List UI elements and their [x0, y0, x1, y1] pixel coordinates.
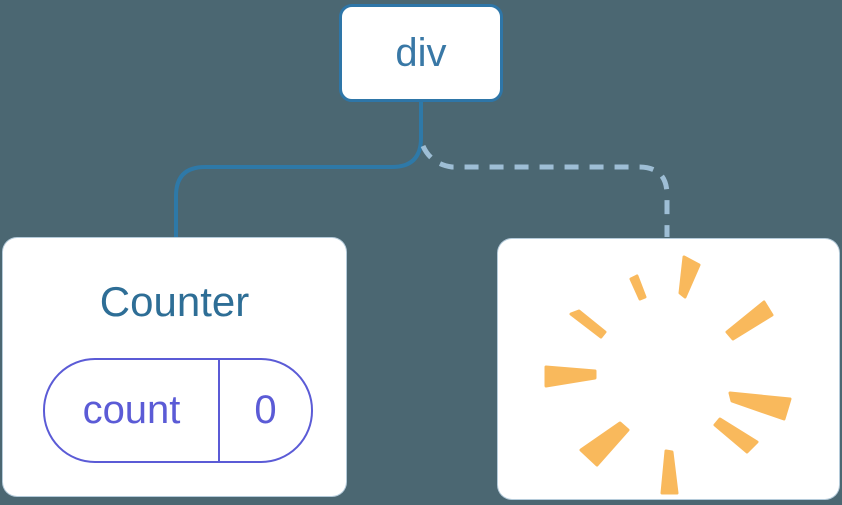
state-key-label: count: [45, 360, 220, 461]
dashed-edge: [420, 144, 670, 237]
counter-title: Counter: [99, 278, 250, 325]
node-removed: [497, 238, 840, 500]
node-div-label: div: [395, 31, 447, 75]
node-counter: Counter count 0: [2, 237, 347, 497]
state-value-label: 0: [254, 388, 277, 432]
solid-edge: [174, 102, 423, 237]
poof-burst-icon: [544, 255, 792, 495]
state-pill: count 0: [43, 358, 313, 463]
node-div: div: [339, 4, 503, 102]
